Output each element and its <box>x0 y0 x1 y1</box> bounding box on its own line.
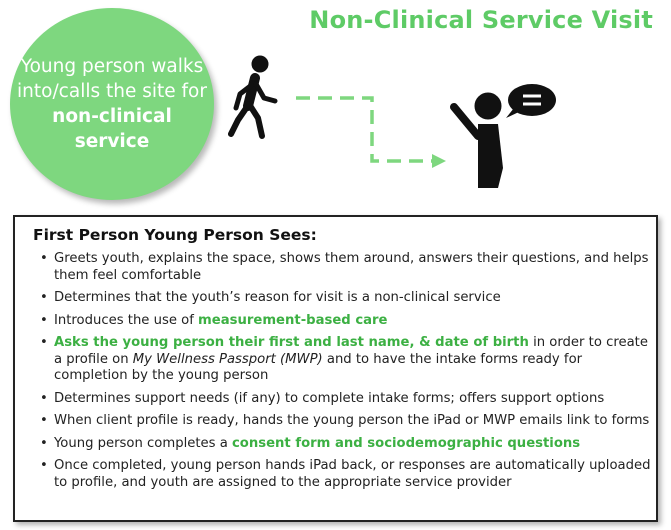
list-item-highlight: Asks the young person their first and la… <box>54 335 529 350</box>
flow-graphic <box>228 55 556 188</box>
list-item: Determines that the youth’s reason for v… <box>39 290 651 307</box>
list-item: Introduces the use of measurement-based … <box>39 313 651 330</box>
list-item-italic: My Wellness Passport (MWP) <box>132 351 323 367</box>
list-item-text: Young person completes a <box>54 435 232 451</box>
box-heading: First Person Young Person Sees: <box>33 226 317 244</box>
list-item-text: in order to create a profile on <box>54 335 648 367</box>
list-item: Greets youth, explains the space, shows … <box>39 251 651 284</box>
duties-list: Greets youth, explains the space, shows … <box>39 251 651 497</box>
list-item: Young person completes a consent form an… <box>39 436 651 453</box>
first-person-box: First Person Young Person Sees: Greets y… <box>13 215 658 522</box>
list-item-text: When client profile is ready, hands the … <box>54 413 650 428</box>
list-item-text: Introduces the use of <box>54 312 199 328</box>
list-item-text: Greets youth, explains the space, shows … <box>54 251 649 283</box>
list-item-text: Determines that the youth’s reason for v… <box>54 290 501 305</box>
list-item: Determines support needs (if any) to com… <box>39 391 651 408</box>
list-item-highlight: consent form and sociodemographic questi… <box>231 435 581 451</box>
speech-bubble-icon <box>506 84 556 118</box>
circle-text-bold: non-clinical service <box>52 106 172 152</box>
list-item: Once completed, young person hands iPad … <box>39 458 651 491</box>
walking-person-icon <box>228 55 278 139</box>
page-title: Non-Clinical Service Visit <box>309 6 653 34</box>
list-item-text: and to have the intake forms ready for c… <box>54 351 583 384</box>
dashed-arrow-icon <box>296 96 446 168</box>
list-item-text: Determines support needs (if any) to com… <box>54 390 605 406</box>
circle-text: Young person walks into/calls the site f… <box>17 54 207 154</box>
list-item-highlight: measurement-based care <box>198 312 388 328</box>
list-item: Asks the young person their first and la… <box>39 335 651 385</box>
list-item-text: Once completed, young person hands iPad … <box>54 458 651 490</box>
service-provider-icon <box>450 92 503 188</box>
start-circle: Young person walks into/calls the site f… <box>10 8 214 200</box>
circle-text-plain: Young person walks into/calls the site f… <box>17 56 207 102</box>
list-item: When client profile is ready, hands the … <box>39 413 651 430</box>
